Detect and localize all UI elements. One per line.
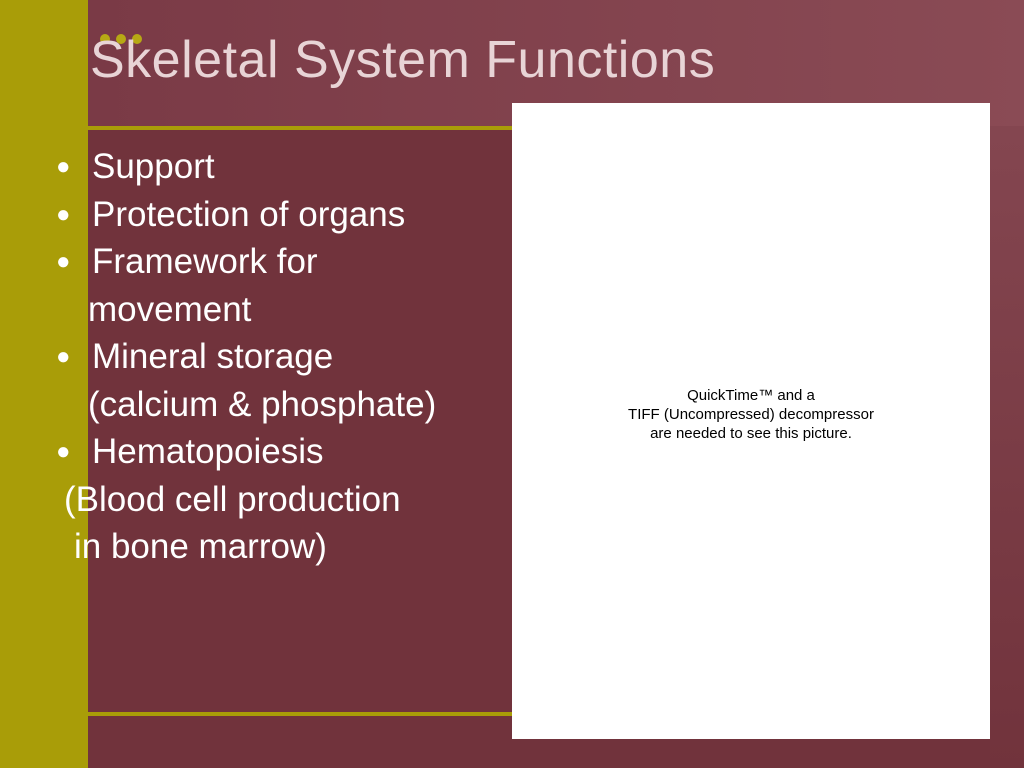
note-line: in bone marrow)	[74, 527, 327, 566]
bullet-item: ● Framework for	[50, 238, 500, 286]
dot-icon	[100, 34, 110, 44]
bullet-dot-icon: ●	[56, 153, 71, 180]
bullet-item: ● Support	[50, 143, 500, 191]
bullet-text: Mineral storage	[92, 337, 334, 376]
dot-icon	[132, 34, 142, 44]
bullet-dot-icon: ●	[56, 343, 71, 370]
bottom-divider-line	[88, 712, 512, 716]
dot-icon	[116, 34, 126, 44]
slide-title: Skeletal System Functions	[90, 31, 716, 89]
bullet-dot-icon: ●	[56, 248, 71, 275]
bullet-text: Protection of organs	[92, 194, 406, 234]
bullet-item: ● Mineral storage	[50, 333, 500, 381]
bullet-dot-icon: ●	[56, 200, 71, 228]
bullet-dot-icon: ●	[56, 438, 71, 465]
bullet-continuation: (calcium & phosphate)	[88, 384, 437, 424]
placeholder-line: are needed to see this picture.	[650, 425, 852, 442]
placeholder-line: TIFF (Uncompressed) decompressor	[628, 406, 874, 423]
picture-placeholder: QuickTime™ and a TIFF (Uncompressed) dec…	[512, 103, 990, 739]
bullet-list: ● Support ● Protection of organs ● Framewor…	[50, 143, 500, 571]
bullet-continuation: movement	[88, 289, 252, 329]
bullet-item: ● Protection of organs	[50, 191, 500, 239]
placeholder-message: QuickTime™ and a TIFF (Uncompressed) dec…	[512, 386, 990, 443]
bullet-item: ● Hematopoiesis	[50, 428, 500, 476]
placeholder-line: QuickTime™ and a	[687, 387, 815, 404]
left-accent-band	[0, 0, 88, 768]
decorative-dots	[100, 34, 142, 44]
right-strip	[990, 126, 1024, 768]
top-divider-line	[88, 126, 512, 130]
bullet-text: Hematopoiesis	[92, 432, 324, 471]
bullet-text: Framework for	[92, 242, 318, 281]
bullet-text: Support	[92, 147, 215, 186]
note-line: (Blood cell production	[64, 479, 401, 519]
